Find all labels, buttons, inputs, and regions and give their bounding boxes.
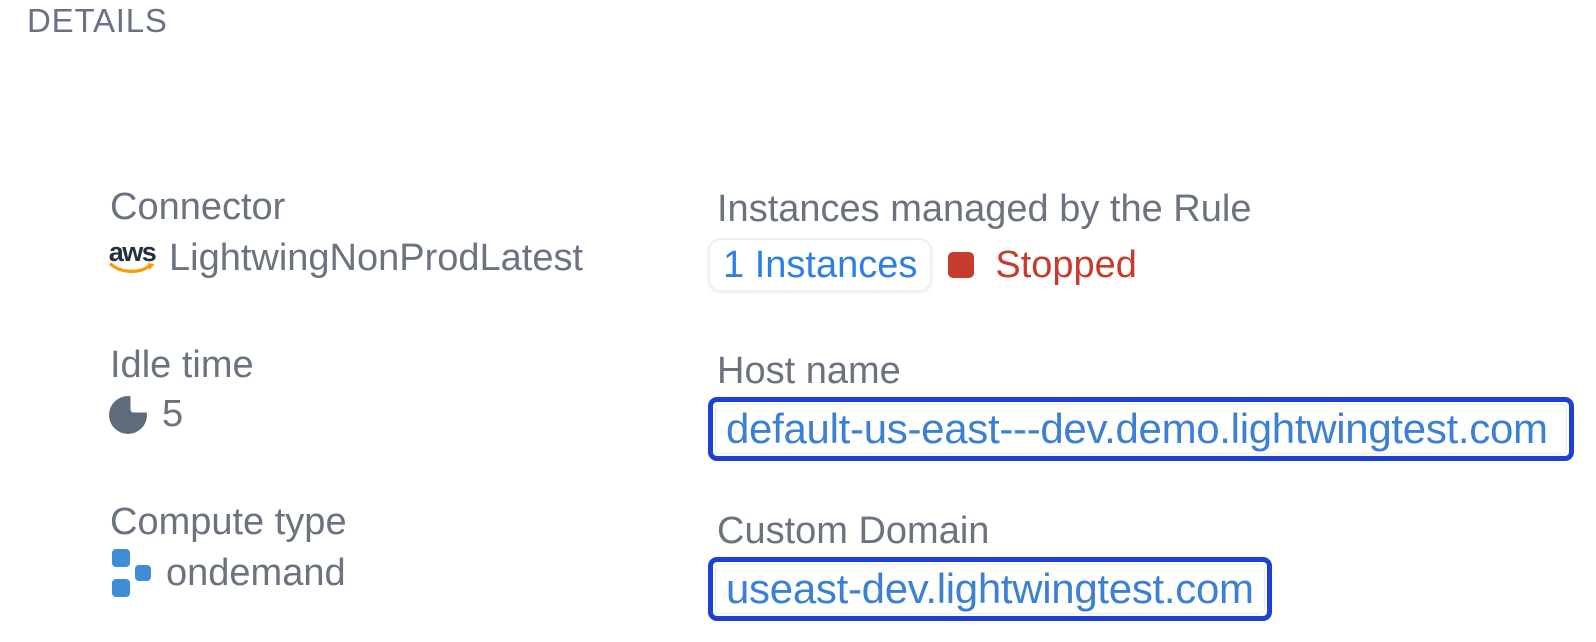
idle-time-label: Idle time bbox=[110, 344, 254, 386]
custom-domain-value[interactable]: useast-dev.lightwingtest.com bbox=[726, 565, 1254, 612]
connector-value: LightwingNonProdLatest bbox=[169, 236, 584, 279]
compute-type-value: ondemand bbox=[166, 551, 346, 594]
field-host-name: Host name default-us-east---dev.demo.lig… bbox=[708, 348, 1574, 461]
instances-count-link[interactable]: 1 Instances bbox=[708, 238, 933, 292]
aws-smile-icon bbox=[109, 262, 155, 273]
host-name-inner: default-us-east---dev.demo.lightwingtest… bbox=[715, 404, 1567, 454]
custom-domain-box[interactable]: useast-dev.lightwingtest.com bbox=[708, 557, 1272, 621]
idle-time-value: 5 bbox=[162, 392, 184, 435]
pie-chart-icon bbox=[109, 393, 149, 434]
instances-label: Instances managed by the Rule bbox=[717, 188, 1252, 230]
connector-label: Connector bbox=[110, 186, 286, 228]
field-compute-type: Compute type ondemand bbox=[108, 499, 347, 597]
field-instances: Instances managed by the Rule 1 Instance… bbox=[708, 186, 1251, 292]
custom-domain-inner: useast-dev.lightwingtest.com bbox=[715, 564, 1265, 614]
custom-domain-label: Custom Domain bbox=[717, 510, 990, 552]
field-idle-time: Idle time 5 bbox=[108, 342, 254, 438]
instances-status-text: Stopped bbox=[995, 243, 1137, 286]
aws-logo-icon: aws bbox=[108, 236, 157, 275]
host-name-box[interactable]: default-us-east---dev.demo.lightwingtest… bbox=[708, 397, 1574, 461]
field-custom-domain: Custom Domain useast-dev.lightwingtest.c… bbox=[708, 508, 1272, 621]
field-connector: Connector aws LightwingNonProdLatest bbox=[108, 184, 583, 282]
details-heading: DETAILS bbox=[27, 2, 168, 39]
compute-type-label: Compute type bbox=[110, 501, 347, 543]
blocks-icon bbox=[112, 549, 151, 597]
host-name-value[interactable]: default-us-east---dev.demo.lightwingtest… bbox=[726, 405, 1548, 452]
host-name-label: Host name bbox=[717, 350, 901, 392]
stopped-square-icon bbox=[948, 252, 975, 278]
aws-logo-text: aws bbox=[108, 236, 157, 267]
